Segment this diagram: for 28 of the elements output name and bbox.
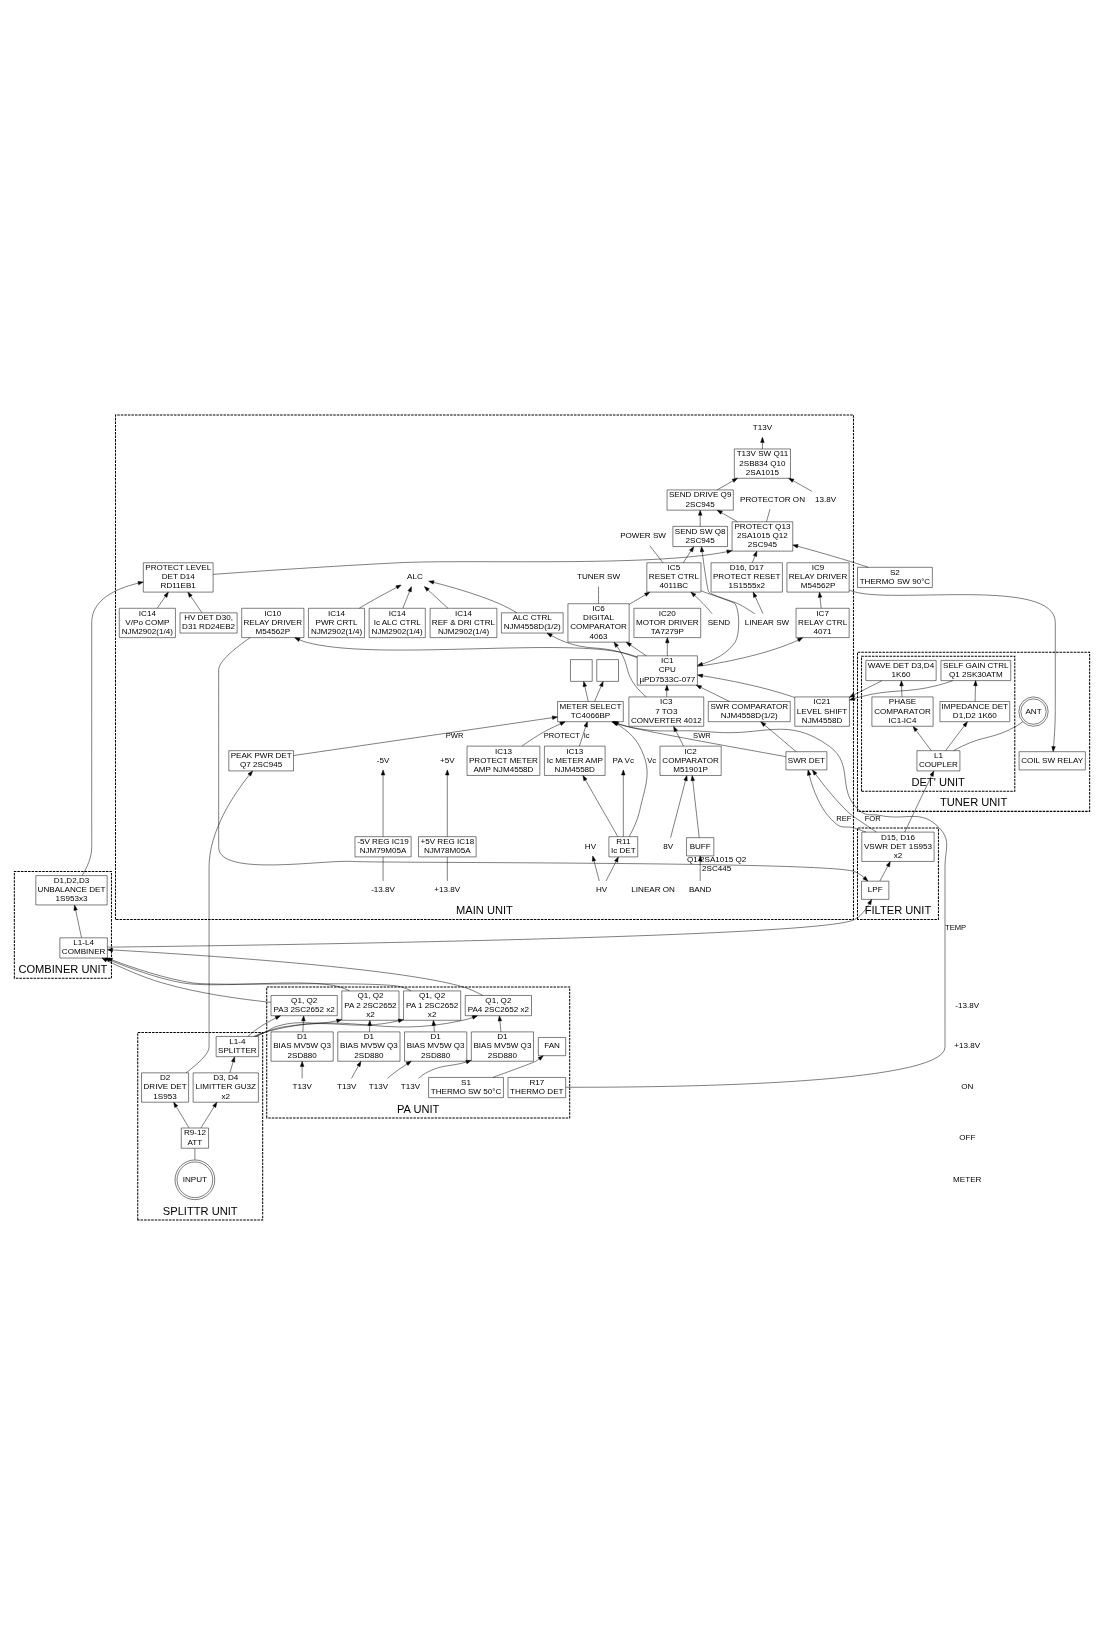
node-text: +5V (440, 755, 455, 765)
node-text: PROTECTOR ON (740, 494, 805, 504)
node-text: T13V (292, 1081, 312, 1091)
node-text: LINEAR ON (631, 884, 675, 894)
label: +13.8V (954, 1040, 981, 1050)
label: -13.8V (955, 1000, 980, 1010)
node-text: POWER SW (620, 530, 666, 540)
node-text: HV (595, 884, 608, 894)
label: METER (953, 1174, 982, 1184)
node-text: +13.8V (434, 884, 461, 894)
node-label: Q1 2SA1015 Q2 2SC445 (687, 854, 747, 873)
node-text: 13.8V (815, 494, 837, 504)
node-text: -13.8V (371, 884, 395, 894)
node-text: ALC (407, 571, 423, 581)
node-text: LINEAR SW (744, 617, 790, 627)
node-text: BAND (688, 884, 712, 894)
node-text: SEND (707, 617, 731, 627)
node-text: T13V (400, 1081, 421, 1091)
node-text: TUNER SW (576, 571, 621, 581)
node-text: -5V (376, 755, 390, 765)
node-text: T13V (752, 422, 773, 432)
node-text: HV (584, 841, 597, 851)
node-text: T13V (336, 1081, 357, 1091)
node-text: 8V (663, 841, 674, 851)
label: ON (961, 1081, 974, 1091)
label: OFF (959, 1132, 976, 1142)
node-text: T13V (368, 1081, 389, 1091)
node-text: PA Vc (612, 755, 635, 765)
